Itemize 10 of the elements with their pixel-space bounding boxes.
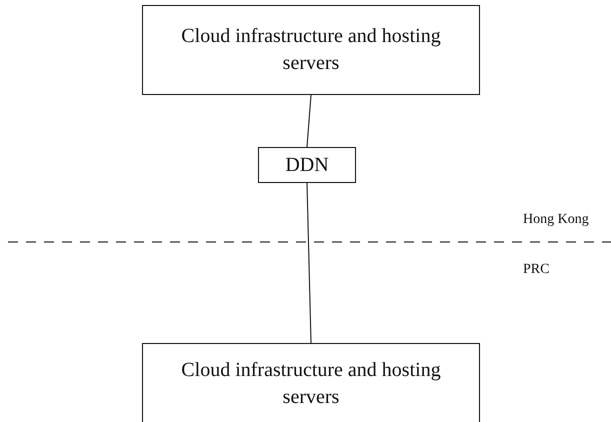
- box-label: Cloud infrastructure and hosting servers: [181, 24, 441, 76]
- process-box: [142, 5, 480, 95]
- region-label: PRC: [523, 262, 550, 278]
- region-label: Hong Kong: [523, 212, 589, 228]
- process-box: [142, 343, 480, 422]
- connector-line: [306, 182, 312, 344]
- connector-line: [306, 94, 312, 148]
- box-label: DDN: [285, 152, 329, 178]
- process-box: [258, 147, 356, 183]
- box-label: Cloud infrastructure and hosting servers: [181, 358, 441, 410]
